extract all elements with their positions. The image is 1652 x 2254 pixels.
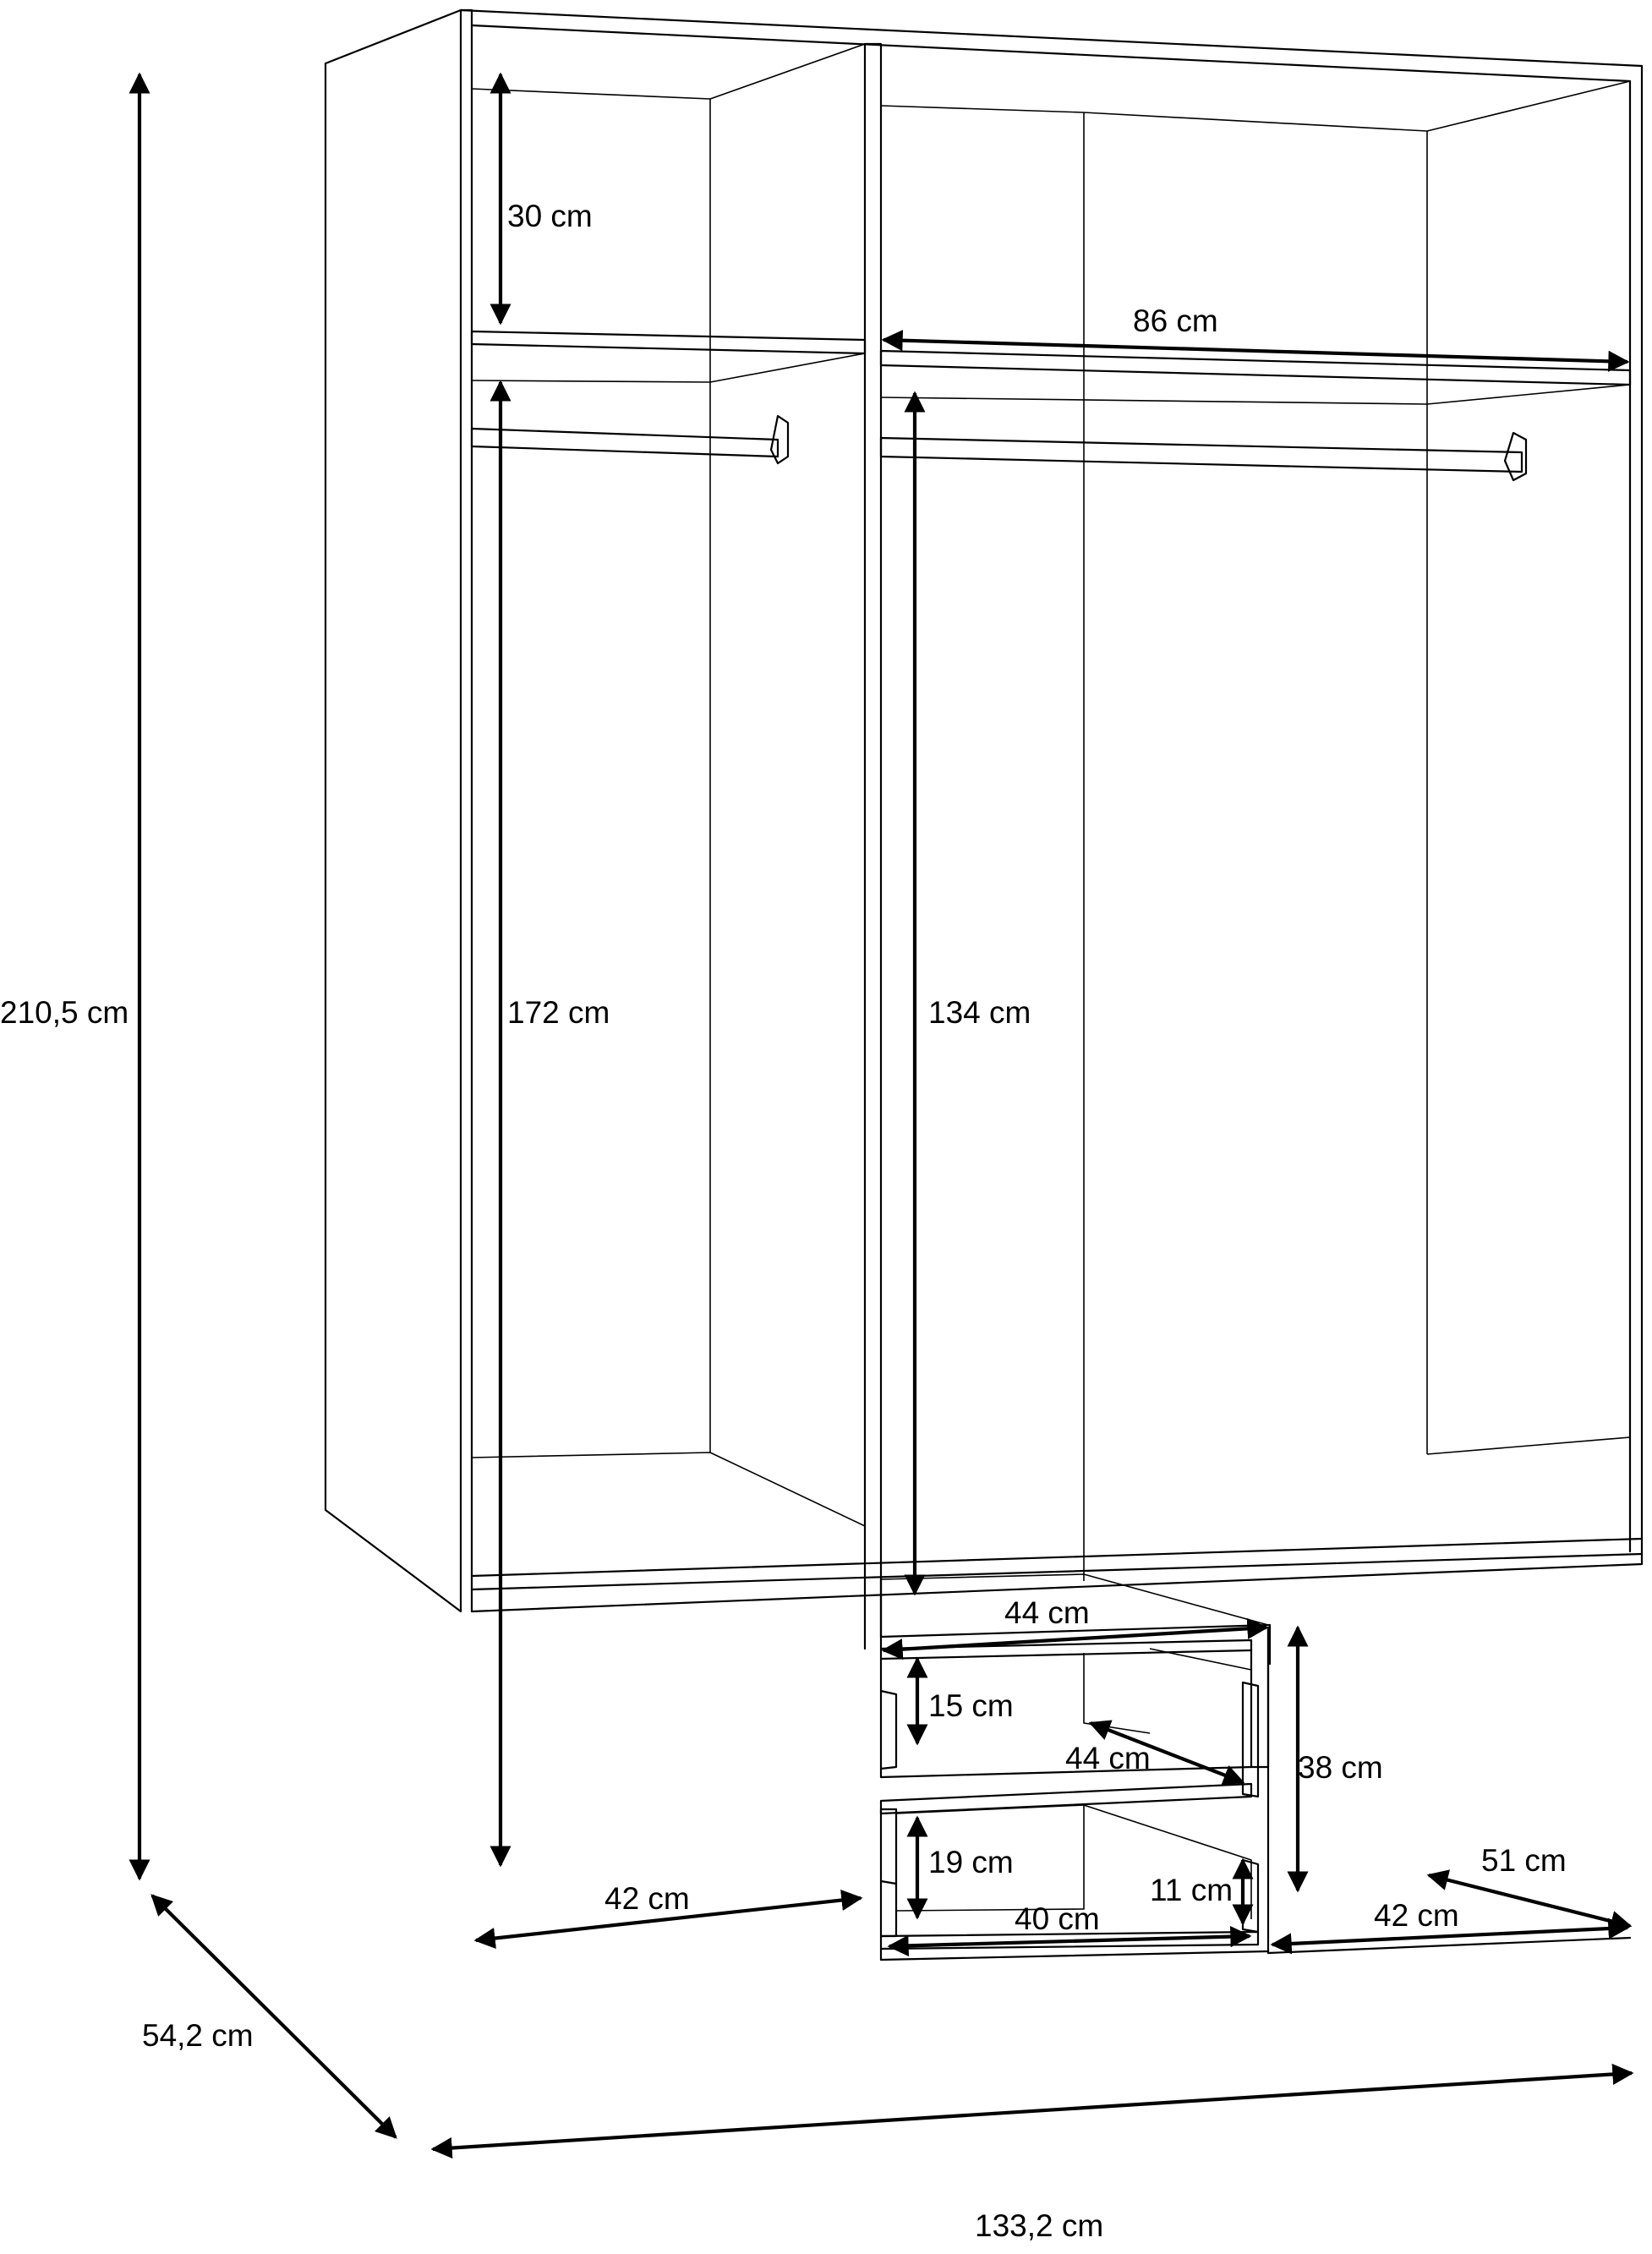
right-rail-arrow (881, 330, 1630, 372)
total-width-label: 133,2 cm (975, 2208, 1103, 2243)
width-arrow (430, 2063, 1634, 2159)
dimension-labels: 210,5 cm 54,2 cm 133,2 cm 30 cm 172 cm 1… (0, 199, 1567, 2243)
lower-drawer-height-label: 19 cm (928, 1845, 1014, 1879)
right-hanging-label: 134 cm (928, 995, 1031, 1030)
top-shelf-label: 30 cm (507, 199, 593, 233)
right-depth-arrow (1426, 1869, 1633, 1932)
right-depth-label: 51 cm (1481, 1843, 1567, 1878)
right-bottom-label: 42 cm (1374, 1898, 1459, 1933)
right-rail-label: 86 cm (1133, 304, 1218, 338)
total-height-label: 210,5 cm (0, 995, 129, 1030)
depth-arrow (150, 1894, 397, 2139)
drawer-top-arrow (881, 1617, 1269, 1660)
total-depth-label: 54,2 cm (142, 2018, 254, 2053)
left-hanging-label: 172 cm (507, 995, 610, 1030)
left-bottom-arrow (473, 1889, 863, 1950)
lower-drawer-width-label: 40 cm (1015, 1901, 1100, 1936)
upper-drawer-depth-arrow (1088, 1720, 1245, 1786)
upper-drawer-depth-label: 44 cm (1065, 1741, 1151, 1775)
lower-drawer-side-label: 11 cm (1150, 1873, 1233, 1907)
dimension-arrows (129, 72, 1634, 2159)
wardrobe-drawing (324, 8, 1644, 1961)
lower-drawer-width-arrow (887, 1926, 1252, 1956)
drawer-unit-height-label: 38 cm (1298, 1750, 1383, 1785)
drawer-top-label: 44 cm (1004, 1595, 1090, 1630)
upper-drawer-height-label: 15 cm (928, 1688, 1014, 1723)
left-bottom-label: 42 cm (604, 1881, 690, 1916)
